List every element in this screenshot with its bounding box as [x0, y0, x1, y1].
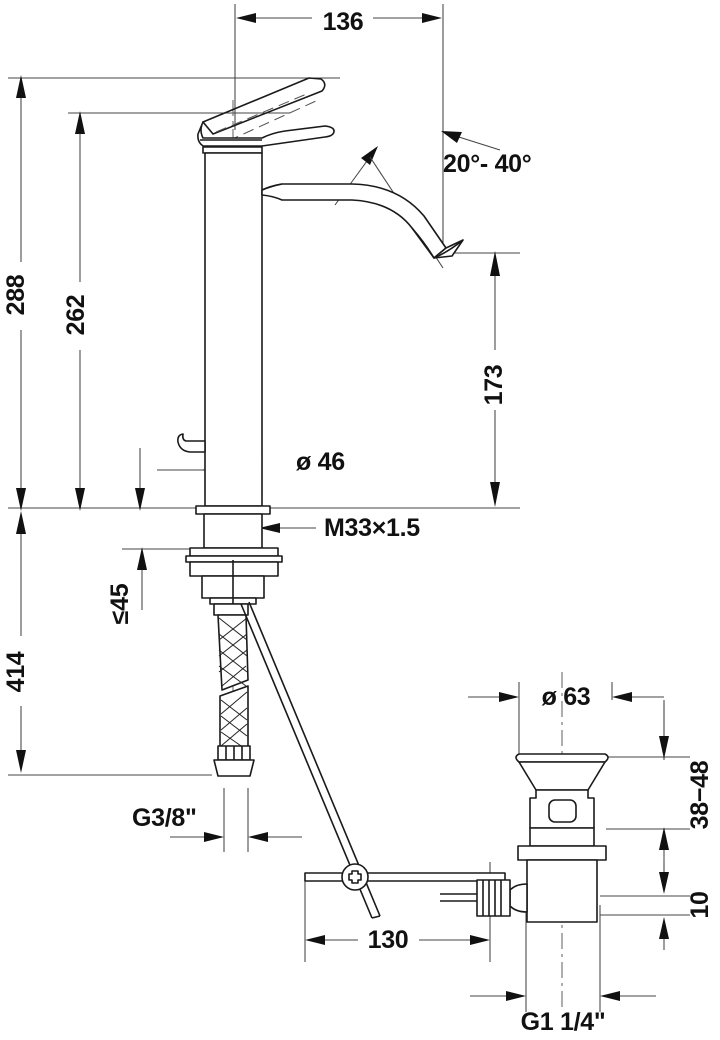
label-angle: 20°- 40°: [443, 150, 531, 178]
clamp-washer: [189, 561, 279, 577]
hose-union-nut: [213, 759, 255, 777]
dimension-173: [490, 251, 500, 507]
label-g38: G3/8": [132, 804, 197, 832]
side-lever-nub: [177, 433, 206, 453]
deck-mount-ring: [185, 505, 283, 605]
dimension-g38: [170, 832, 302, 842]
drain-body-lower: [526, 859, 598, 923]
label-414: 414: [2, 651, 30, 692]
label-45max: ≤45: [106, 583, 134, 624]
label-288: 288: [2, 274, 30, 315]
dimension-labels: 136 20°- 40° 288 262 173 ø 46 M33×1.5 ≤4…: [2, 8, 714, 1036]
braided-flex-hose: [213, 614, 255, 777]
label-3848: 38−48: [686, 760, 714, 829]
drain-flange-lip: [515, 753, 609, 763]
label-d46: ø 46: [296, 448, 345, 476]
dimension-d63: [468, 692, 664, 702]
label-g114: G1 1/4": [521, 1008, 606, 1036]
drain-port-nut: [476, 879, 511, 917]
dimension-130: [305, 935, 490, 945]
dimension-10: [659, 862, 669, 950]
mixer-tap-drawing: [177, 77, 609, 923]
dimension-262: [75, 111, 85, 511]
dimension-45max: [137, 547, 147, 610]
spout: [261, 183, 464, 259]
overflow-slot: [548, 799, 577, 823]
handle-collar: [202, 146, 263, 154]
dimension-288: [16, 75, 26, 511]
drain-assembly: [440, 753, 609, 923]
dimension-g114: [470, 991, 656, 1001]
dimension-414: [16, 511, 26, 773]
label-136: 136: [323, 8, 364, 36]
dimension-136: [236, 13, 442, 23]
dimension-lines: [16, 13, 669, 1001]
label-d63: ø 63: [542, 683, 591, 711]
drain-flange: [518, 761, 606, 791]
dimension-3848: [659, 704, 669, 880]
pop-up-link-bar: [304, 872, 506, 882]
dimension-m33-leader: [259, 523, 316, 533]
lever-raised-outline: [202, 77, 326, 142]
label-262: 262: [62, 295, 90, 336]
label-m33: M33×1.5: [324, 514, 420, 542]
drain-collar: [517, 845, 607, 861]
label-10: 10: [686, 891, 714, 918]
label-130: 130: [368, 926, 409, 954]
pivot-screw: [341, 863, 369, 891]
label-173: 173: [480, 365, 508, 406]
drain-side-port: [509, 883, 528, 913]
mixer-body-column: [204, 152, 263, 507]
lever-handle: [197, 121, 335, 147]
